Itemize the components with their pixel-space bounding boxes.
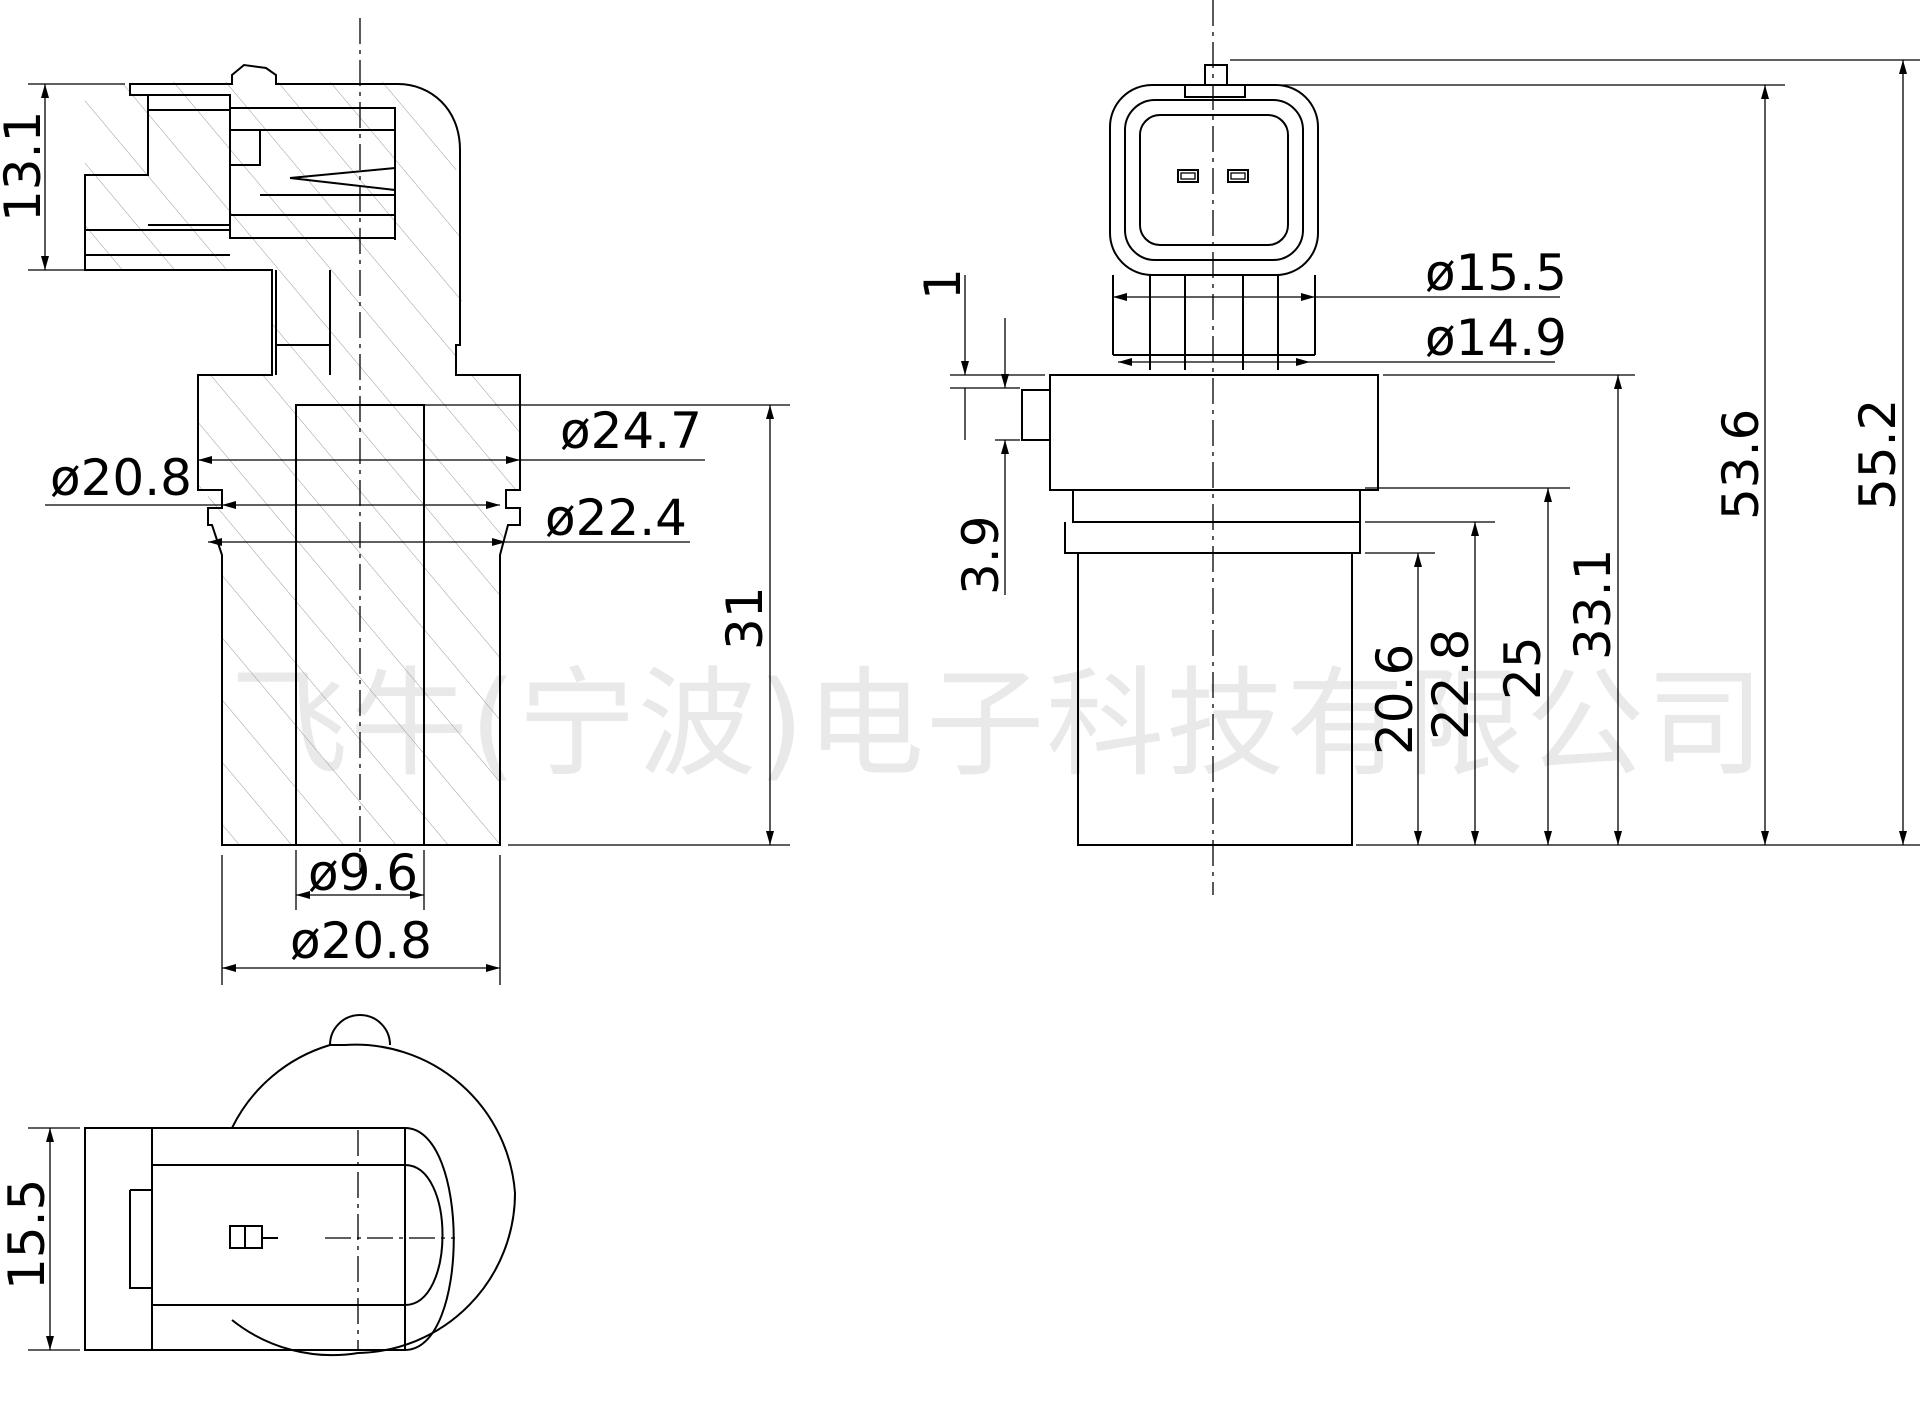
front-side-lug (1021, 389, 1051, 441)
dim-connector-height: 13.1 (0, 111, 52, 222)
dim-len-b: 22.8 (1422, 629, 1480, 740)
front-terminal-right (1227, 169, 1249, 183)
front-terminal-left (1177, 169, 1199, 183)
dim-len-f: 55.2 (1849, 399, 1907, 510)
top-lug (329, 1014, 391, 1046)
front-top-nub (1204, 64, 1228, 86)
dim-gap: 1 (914, 268, 972, 300)
side-connector-outline (84, 63, 521, 846)
dim-plug-outer-dia: ø15.5 (1425, 244, 1567, 302)
dim-oring-dia: ø22.4 (545, 489, 687, 547)
dim-plug-inner-dia: ø14.9 (1425, 309, 1567, 367)
dim-body-dia: ø20.8 (290, 912, 432, 970)
dim-flange-dia: ø24.7 (560, 402, 702, 460)
dim-body-length: 31 (716, 586, 774, 650)
dim-lug-height: 3.9 (952, 515, 1010, 595)
front-plug-outer (1109, 84, 1319, 276)
dim-connector-width: 15.5 (0, 1179, 56, 1290)
top-view: 15.5 (0, 1014, 517, 1357)
front-plug-inner (1124, 99, 1304, 261)
top-connector (84, 1127, 406, 1351)
side-view: 13.1 ø24.7 ø20.8 ø22.4 31 ø9.6 ø20.8 (0, 18, 790, 985)
dim-bore-dia: ø9.6 (308, 844, 418, 902)
dim-len-e: 53.6 (1712, 409, 1770, 520)
dim-body-dia-upper: ø20.8 (50, 449, 192, 507)
front-flange (1049, 374, 1379, 491)
front-view: ø15.5 ø14.9 1 3.9 20.6 22.8 25 3 (914, 0, 1920, 895)
dim-len-c: 25 (1494, 636, 1552, 700)
dim-len-a: 20.6 (1366, 644, 1424, 755)
front-plug-socket (1139, 114, 1289, 246)
top-connector-nose (404, 1127, 455, 1351)
dim-len-d: 33.1 (1564, 549, 1622, 660)
